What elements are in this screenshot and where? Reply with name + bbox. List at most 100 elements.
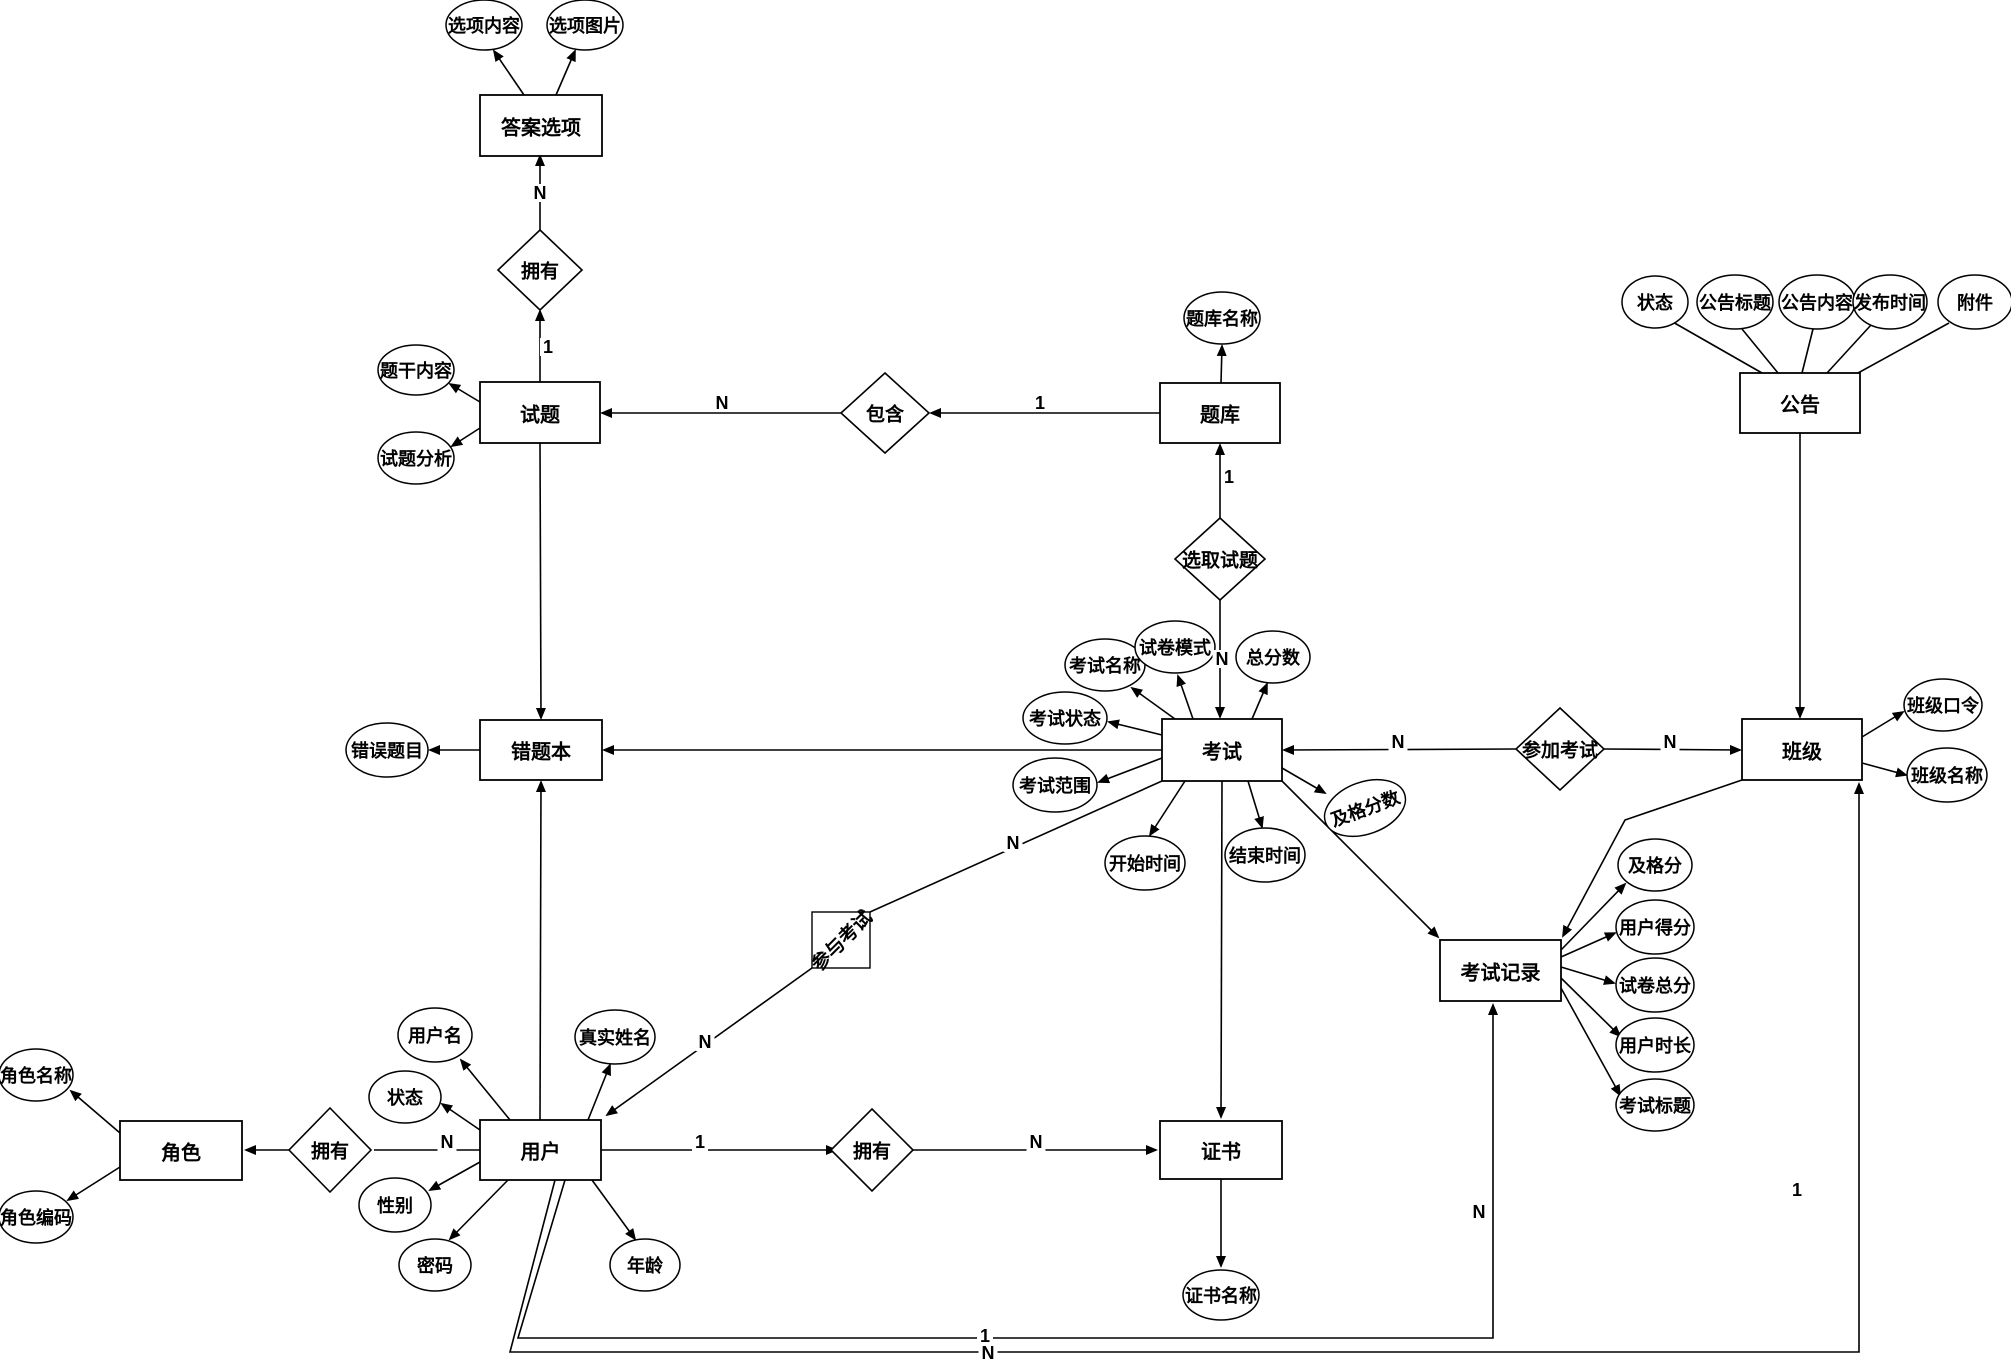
cardinality-label: N <box>437 1133 457 1151</box>
attribute-paper-total <box>1615 957 1695 1013</box>
attribute-announcement-title <box>1696 274 1774 330</box>
attribute-role-code <box>0 1190 74 1244</box>
cardinality-label: N <box>1469 1203 1489 1221</box>
connector <box>1281 780 1440 939</box>
attribute-user-status <box>368 1070 442 1124</box>
cardinality-label: N <box>530 184 550 202</box>
relationship-attend-exam <box>1514 706 1606 792</box>
attribute-user-duration <box>1615 1017 1695 1073</box>
connector <box>1560 977 1622 1038</box>
attribute-password <box>398 1238 472 1292</box>
attribute-gender <box>358 1177 432 1233</box>
attribute-real-name <box>574 1009 656 1065</box>
attribute-username <box>397 1007 473 1063</box>
connector <box>1148 780 1186 837</box>
attribute-exam-name <box>1064 638 1146 692</box>
connector <box>1826 324 1872 374</box>
connector <box>450 427 481 448</box>
attribute-exam-scope <box>1012 757 1098 813</box>
connector <box>448 1179 509 1241</box>
relationship-own-role <box>287 1106 373 1194</box>
connector <box>1216 780 1227 1119</box>
attribute-publish-time <box>1852 274 1928 330</box>
attribute-user-score <box>1615 899 1695 955</box>
connector <box>1562 779 1743 938</box>
attribute-class-name <box>1906 747 1988 803</box>
connector <box>1130 686 1176 720</box>
cardinality-label: N <box>1388 733 1408 751</box>
connector <box>1097 757 1163 784</box>
attribute-certificate-name <box>1182 1269 1260 1321</box>
connector <box>428 1161 481 1191</box>
cardinality-label: N <box>1660 733 1680 751</box>
connector <box>1560 987 1621 1097</box>
connector <box>1560 882 1627 951</box>
attribute-role-name <box>0 1048 74 1102</box>
cardinality-label: N <box>712 394 732 412</box>
attribute-bank-name <box>1183 291 1261 345</box>
attribute-paper-mode <box>1134 620 1216 674</box>
cardinality-label: 1 <box>1031 394 1049 412</box>
relationship-join-exam <box>811 911 871 969</box>
attribute-attachment <box>1937 274 2011 330</box>
attribute-exam-status <box>1022 691 1108 745</box>
entity-wrong-question-book <box>479 719 603 781</box>
relationship-contain <box>839 371 931 455</box>
attribute-pass-score <box>1323 778 1407 838</box>
entity-exam-record <box>1439 939 1562 1002</box>
relationship-pick-questions <box>1173 516 1267 602</box>
cardinality-label: 1 <box>539 338 557 356</box>
connector <box>1741 328 1779 374</box>
entity-announcement <box>1739 372 1861 434</box>
attribute-start-time <box>1104 835 1186 891</box>
relationship-own-certificate <box>829 1107 915 1193</box>
connector <box>587 1063 611 1121</box>
connector <box>492 49 525 96</box>
attribute-wrong-questions <box>345 722 429 778</box>
attribute-age <box>609 1238 681 1292</box>
connector <box>591 1179 637 1241</box>
entity-role <box>119 1120 243 1181</box>
connector <box>1861 710 1905 738</box>
connector <box>1560 966 1616 985</box>
cardinality-label: N <box>1212 650 1232 668</box>
cardinality-label: 1 <box>1788 1181 1806 1199</box>
connector <box>1247 780 1264 829</box>
entity-question-bank <box>1159 382 1281 444</box>
cardinality-label: 1 <box>691 1133 709 1151</box>
connector <box>1801 328 1814 374</box>
entity-exam <box>1161 718 1283 782</box>
attribute-option-image <box>546 0 624 51</box>
cardinality-label: 1 <box>976 1327 994 1345</box>
relationship-own-answer <box>496 228 584 312</box>
attribute-end-time <box>1224 827 1306 883</box>
connector <box>1281 767 1327 795</box>
connector <box>69 1089 121 1134</box>
entity-answer-options <box>479 94 603 157</box>
connector <box>1857 322 1950 374</box>
node-shape-group <box>0 0 2011 1321</box>
connector <box>1216 344 1227 384</box>
connector <box>1861 762 1908 778</box>
connector <box>535 780 546 1121</box>
connector <box>459 1058 511 1121</box>
connector <box>516 1003 1498 1339</box>
attribute-announcement-content <box>1778 274 1856 330</box>
cardinality-label: N <box>978 1344 998 1362</box>
cardinality-label: 1 <box>1220 468 1238 486</box>
attribute-stem-content <box>377 344 455 396</box>
connector <box>448 382 481 403</box>
entity-class <box>1741 718 1863 781</box>
entity-user <box>479 1119 602 1181</box>
connector <box>508 782 1864 1353</box>
connector <box>66 1166 121 1202</box>
attribute-announcement-status <box>1621 275 1689 329</box>
connector <box>1251 682 1268 720</box>
connector <box>1670 320 1763 374</box>
entity-question <box>479 381 601 444</box>
cardinality-label: N <box>695 1033 715 1051</box>
cardinality-label: N <box>1026 1133 1046 1151</box>
cardinality-label: N <box>1003 834 1023 852</box>
connector <box>555 49 576 96</box>
